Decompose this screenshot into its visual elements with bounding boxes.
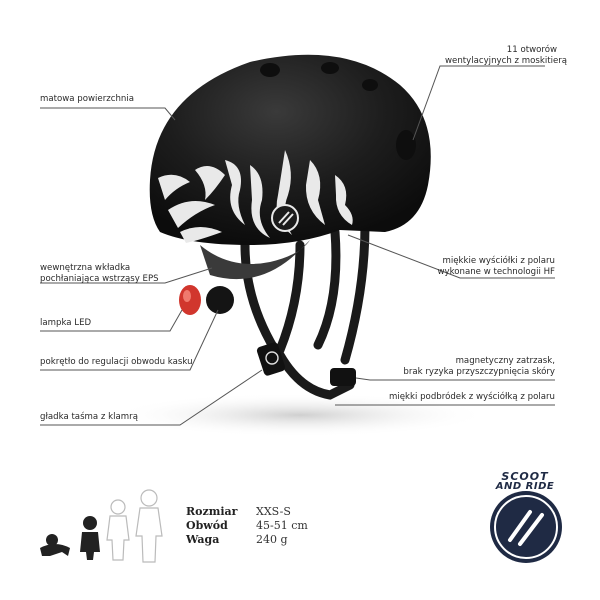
buckle-callout: magnetyczny zatrzask, brak ryzyka przysz… bbox=[400, 356, 555, 378]
spec-circumference-label: Obwód bbox=[186, 519, 228, 532]
helmet-straps bbox=[240, 220, 370, 400]
pads-callout-line2: wykonane w technologii HF bbox=[437, 267, 555, 277]
eps-callout-line2: pochłaniająca wstrząsy EPS bbox=[40, 274, 159, 284]
pads-callout: miękkie wyściółki z polaru wykonane w te… bbox=[435, 256, 555, 278]
zebra-pattern bbox=[158, 150, 353, 243]
surface-callout: matowa powierzchnia bbox=[40, 94, 135, 104]
spec-labels: Rozmiar Obwód Waga bbox=[186, 505, 237, 547]
eps-liner bbox=[200, 240, 310, 280]
adjust-knob bbox=[206, 286, 234, 314]
helmet-shell bbox=[149, 54, 431, 245]
vents bbox=[260, 62, 416, 160]
vents-callout-line1: 11 otworów bbox=[506, 45, 557, 55]
led-callout: lampka LED bbox=[40, 318, 92, 328]
brand-line2: AND RIDE bbox=[495, 481, 555, 492]
led-lamp bbox=[179, 285, 201, 315]
buckle bbox=[330, 368, 356, 386]
knob-callout: pokrętło do regulacji obwodu kasku bbox=[40, 357, 193, 367]
spec-weight-value: 240 g bbox=[256, 533, 288, 546]
buckle-callout-line2: brak ryzyka przyszczypnięcia skóry bbox=[403, 367, 555, 377]
vents-callout: 11 otworów wentylacyjnych z moskitierą bbox=[445, 45, 568, 67]
helmet-logo bbox=[271, 204, 299, 232]
spec-size-value: XXS-S bbox=[256, 505, 291, 518]
buckle-callout-line1: magnetyczny zatrzask, bbox=[455, 356, 555, 366]
helmet-shadow bbox=[110, 393, 490, 437]
vents-callout-line2: wentylacyjnych z moskitierą bbox=[445, 56, 568, 66]
spec-size-label: Rozmiar bbox=[186, 505, 238, 518]
eps-callout-line1: wewnętrzna wkładka bbox=[40, 263, 131, 273]
pads-callout-line1: miękkie wyściółki z polaru bbox=[442, 256, 556, 266]
spec-values: XXS-S 45-51 cm 240 g bbox=[256, 505, 308, 547]
spec-circumference-value: 45-51 cm bbox=[256, 519, 308, 532]
spec-weight-label: Waga bbox=[186, 533, 220, 546]
strap-callout: gładka taśma z klamrą bbox=[40, 412, 138, 422]
chin-callout: miękki podbródek z wyściółką z polaru bbox=[388, 392, 555, 402]
strap-slider bbox=[256, 342, 286, 376]
callout-lines bbox=[40, 65, 555, 426]
eps-callout: wewnętrzna wkładka pochłaniająca wstrząs… bbox=[40, 263, 159, 285]
brand-line1: SCOOT bbox=[501, 470, 549, 483]
brand-wordmark: SCOOT AND RIDE bbox=[490, 470, 560, 492]
